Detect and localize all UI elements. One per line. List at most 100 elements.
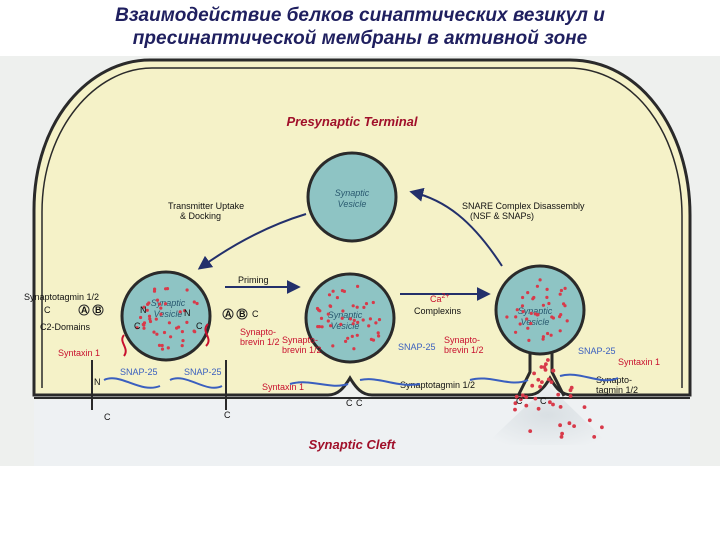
transmitter-dot — [355, 305, 359, 309]
released-transmitter-dot — [572, 424, 576, 428]
transmitter-dot — [329, 324, 333, 328]
released-transmitter-dot — [532, 371, 536, 376]
svg-text:C: C — [196, 321, 203, 331]
transmitter-dot — [356, 320, 360, 324]
transmitter-dot — [371, 338, 376, 342]
transmitter-dot — [377, 334, 381, 338]
transmitter-dot — [180, 344, 184, 348]
synaptobrevin-label-right-1: Synapto- — [444, 335, 480, 345]
transmitter-dot — [545, 287, 549, 291]
transmitter-dot — [316, 325, 320, 329]
transmitter-dot — [331, 289, 335, 293]
vesicle-fusing: Synaptic Vesicle — [494, 264, 586, 397]
released-transmitter-dot — [551, 368, 555, 373]
released-transmitter-dot — [538, 384, 542, 389]
svg-text:N: N — [140, 305, 147, 315]
vesicle-label-mid-2: Vesicle — [331, 321, 360, 331]
transmitter-dot — [326, 319, 330, 323]
released-transmitter-dot — [546, 377, 551, 382]
released-transmitter-dot — [524, 395, 529, 399]
transmitter-dot — [142, 321, 147, 325]
transmitter-dot — [559, 313, 563, 317]
svg-text:B: B — [95, 305, 102, 315]
released-transmitter-dot — [558, 423, 562, 428]
transmitter-dot — [352, 347, 356, 351]
transmitter-dot — [514, 315, 518, 319]
released-transmitter-dot — [582, 405, 587, 409]
synaptobrevin-label-left-2: brevin 1/2 — [240, 337, 280, 347]
transmitter-dot — [169, 335, 173, 339]
transmitter-dot — [558, 292, 562, 296]
synaptobrevin-label-mid-2: brevin 1/2 — [282, 345, 322, 355]
transmitter-dot — [162, 330, 167, 335]
transmitter-dot — [148, 317, 152, 321]
transmitter-dot — [355, 333, 359, 337]
transmitter-dot — [551, 316, 556, 320]
vesicle-label-right-2: Vesicle — [521, 317, 550, 327]
title-line-1: Взаимодействие белков синаптических вези… — [115, 5, 605, 26]
released-transmitter-dot — [536, 377, 541, 382]
transmitter-dot — [545, 295, 549, 299]
transmitter-dot — [183, 309, 187, 313]
transmitter-dot — [529, 321, 533, 326]
svg-text:B: B — [239, 309, 246, 319]
transmitter-dot — [157, 343, 162, 347]
transmitter-dot — [526, 291, 530, 295]
transmitter-dot — [155, 298, 160, 302]
released-transmitter-dot — [540, 380, 544, 384]
transmitter-dot — [352, 318, 356, 322]
transmitter-dot — [515, 308, 519, 312]
snap25-label-mid: SNAP-25 — [398, 342, 436, 352]
arrow-disassembly — [409, 187, 503, 267]
transmitter-dot — [558, 329, 562, 333]
svg-text:C: C — [44, 305, 51, 315]
c2-domain-pairs: A B A B — [78, 304, 248, 320]
transmitter-dot — [538, 278, 542, 282]
released-transmitter-dot — [518, 397, 523, 402]
transmitter-dot — [525, 317, 529, 321]
transmitter-dot — [320, 325, 324, 329]
transmitter-dot — [549, 333, 553, 337]
disassembly-label-1: SNARE Complex Disassembly — [462, 201, 585, 211]
vesicle-label-mid-1: Synaptic — [328, 310, 363, 320]
released-transmitter-dot — [549, 380, 554, 384]
transmitter-dot — [319, 316, 324, 320]
transmitter-dot — [153, 287, 157, 291]
transmitter-dot — [541, 303, 546, 307]
transmitter-dot — [362, 305, 366, 309]
synaptobrevin-label-left-1: Synapto- — [240, 327, 276, 337]
transmitter-dot — [559, 288, 564, 293]
transmitter-dot — [148, 319, 153, 324]
released-transmitter-dot — [558, 405, 563, 409]
vesicle-docked: Synaptic Vesicle — [120, 270, 212, 362]
transmitter-dot — [529, 311, 533, 315]
transmitter-dot — [145, 308, 149, 312]
released-transmitter-dot — [556, 392, 561, 397]
transmitter-dot — [147, 314, 152, 318]
svg-text:A: A — [81, 305, 88, 315]
transmitter-dot — [163, 302, 168, 306]
transmitter-dot — [335, 296, 339, 300]
transmitter-dot — [154, 317, 158, 321]
neurotransmitter-dots — [135, 278, 604, 439]
transmitter-dot — [520, 304, 525, 308]
transmitter-dot — [526, 326, 530, 330]
transmitter-dot — [341, 309, 345, 313]
released-transmitter-dot — [560, 431, 564, 436]
vesicle-label-top-2: Vesicle — [338, 199, 367, 209]
transmitter-dot — [547, 301, 551, 306]
transmitter-dot — [331, 344, 335, 348]
transmitter-dot — [346, 336, 350, 340]
c2-domains-label: C2-Domains — [40, 322, 91, 332]
released-transmitter-dot — [539, 365, 544, 369]
presynaptic-terminal-label: Presynaptic Terminal — [286, 114, 417, 129]
released-transmitter-dot — [536, 406, 541, 411]
uptake-label-2: & Docking — [180, 211, 221, 221]
transmitter-dot — [532, 295, 536, 300]
syntaxin-label-right: Syntaxin 1 — [618, 357, 660, 367]
svg-text:C: C — [346, 398, 353, 408]
svg-text:N: N — [184, 308, 191, 318]
transmitter-dot — [535, 284, 540, 288]
priming-label: Priming — [238, 275, 269, 285]
transmitter-dot — [351, 304, 355, 308]
